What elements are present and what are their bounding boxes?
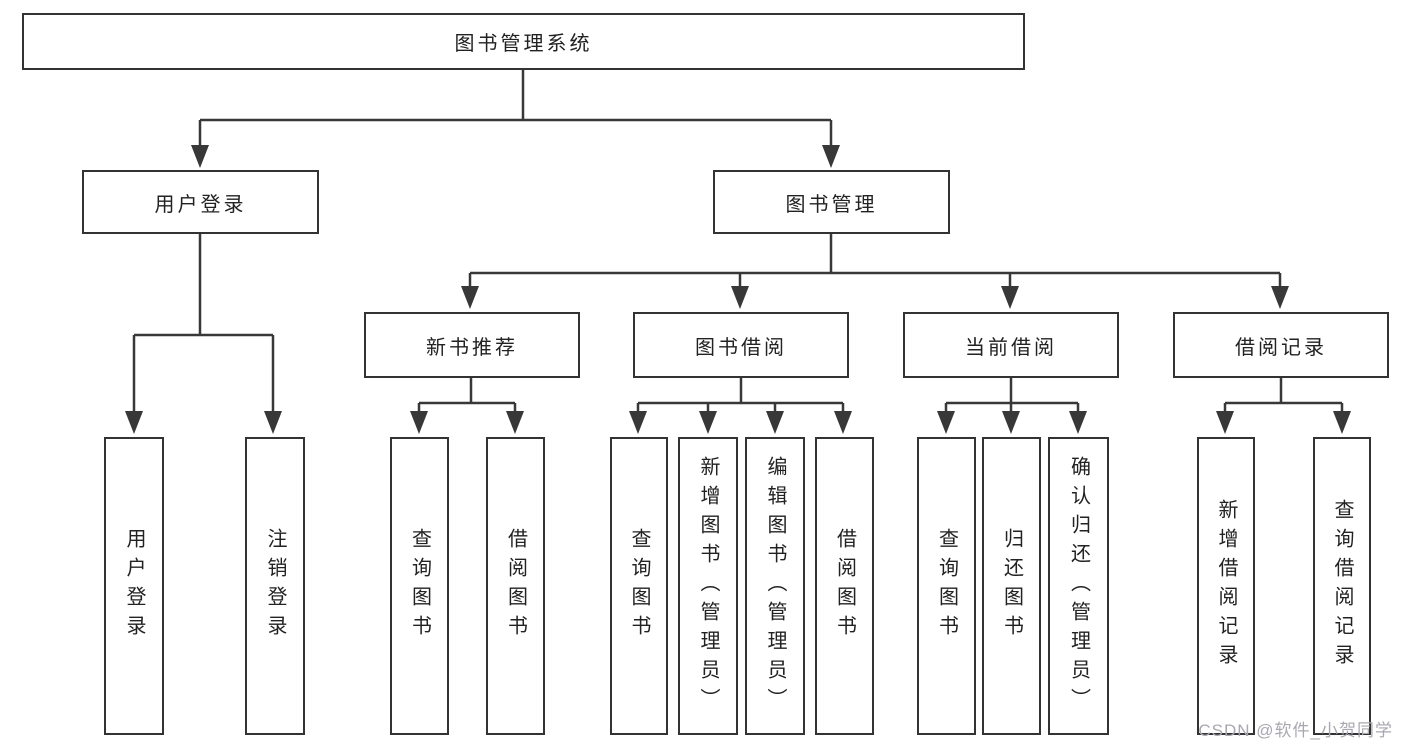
node-label: 新增图书（管理员） [697, 455, 719, 717]
node-label: 图书借阅 [695, 336, 787, 359]
node-label: 确认归还（管理员） [1067, 455, 1090, 717]
leaf-query-books-recommend: 查询图书 [390, 437, 449, 735]
node-label: 用户登录 [154, 193, 247, 216]
node-label: 查询图书 [408, 528, 431, 644]
leaf-user-login: 用户登录 [104, 437, 164, 735]
leaf-borrow-books-recommend: 借阅图书 [486, 437, 545, 735]
node-label: 图书管理 [785, 193, 878, 216]
leaf-add-books-admin: 新增图书（管理员） [678, 437, 738, 735]
leaf-borrow-books: 借阅图书 [815, 437, 874, 735]
csdn-watermark: CSDN @软件_小贺同学 [1198, 721, 1393, 740]
node-label: 编辑图书（管理员） [764, 455, 786, 717]
node-label: 归还图书 [1000, 528, 1023, 644]
node-book-borrowing: 图书借阅 [633, 312, 849, 378]
node-label: 注销登录 [264, 528, 286, 644]
leaf-add-borrow-record: 新增借阅记录 [1197, 437, 1255, 735]
leaf-confirm-return-admin: 确认归还（管理员） [1048, 437, 1109, 735]
node-new-book-recommend: 新书推荐 [364, 312, 580, 378]
leaf-query-borrow-record: 查询借阅记录 [1313, 437, 1371, 735]
node-label: 查询图书 [628, 528, 650, 644]
node-label: 查询借阅记录 [1331, 499, 1353, 673]
connector-paths [132, 70, 1344, 412]
node-user-login: 用户登录 [82, 170, 319, 234]
node-book-management: 图书管理 [713, 170, 950, 234]
node-current-borrowing: 当前借阅 [903, 312, 1119, 378]
node-label: 查询图书 [935, 528, 958, 644]
node-label: 当前借阅 [965, 336, 1057, 359]
node-borrow-records: 借阅记录 [1173, 312, 1389, 378]
node-label: 借阅图书 [833, 528, 856, 644]
node-label: 用户登录 [123, 528, 145, 644]
leaf-return-books: 归还图书 [982, 437, 1041, 735]
leaf-query-books-current: 查询图书 [917, 437, 976, 735]
leaf-query-books-borrowing: 查询图书 [610, 437, 668, 735]
arrowheads [125, 145, 1351, 434]
node-root-system: 图书管理系统 [22, 13, 1025, 70]
node-label: 新书推荐 [426, 336, 518, 359]
leaf-edit-books-admin: 编辑图书（管理员） [745, 437, 805, 735]
node-label: 借阅图书 [504, 528, 527, 644]
node-label: 借阅记录 [1235, 336, 1327, 359]
node-label: 新增借阅记录 [1215, 499, 1237, 673]
leaf-logout: 注销登录 [245, 437, 305, 735]
node-label: 图书管理系统 [454, 33, 593, 55]
